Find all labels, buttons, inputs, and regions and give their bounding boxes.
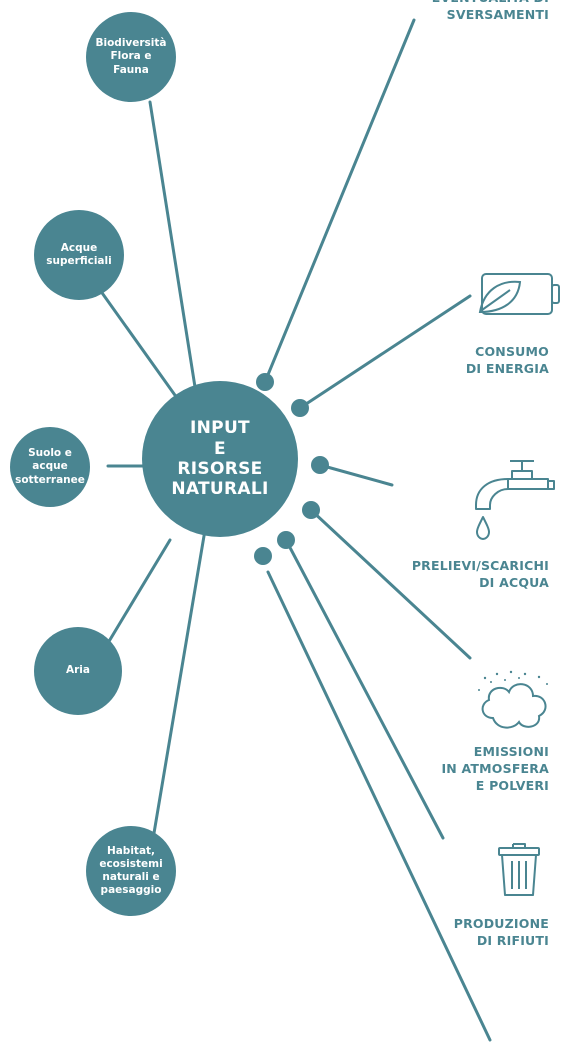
connector-rifiuti — [284, 538, 445, 840]
connector-aria — [106, 538, 172, 645]
port-dot — [254, 547, 272, 565]
label-prelievi-scarichi: PRELIEVI/SCARICHI DI ACQUA — [411, 558, 549, 590]
port-dot — [302, 501, 320, 519]
label-consumo-energia: CONSUMO DI ENERGIA — [465, 344, 549, 376]
connector-acque-superficiali — [93, 281, 179, 400]
port-dot — [311, 456, 329, 474]
node-acque-superficiali: Acque superficiali — [34, 210, 124, 300]
hub-node: INPUT E RISORSE NATURALI — [142, 381, 298, 537]
battery-leaf-icon — [478, 273, 560, 315]
connector-acqua — [318, 463, 394, 487]
port-dot — [277, 531, 295, 549]
cloud-icon — [478, 670, 548, 729]
faucet-icon — [475, 460, 555, 540]
label-sversamenti: EVENTUALITÀ DI SVERSAMENTI — [432, 0, 549, 22]
label-emissioni: EMISSIONI IN ATMOSFERA E POLVERI — [441, 744, 549, 793]
connector-emissioni — [309, 508, 472, 660]
connector-extra — [266, 570, 492, 1042]
connector-sversamenti — [263, 18, 416, 384]
connector-habitat — [150, 528, 207, 847]
node-biodiversita: Biodiversità Flora e Fauna — [86, 12, 176, 102]
connector-energia — [298, 294, 472, 410]
port-dot — [291, 399, 309, 417]
node-habitat: Habitat, ecosistemi naturali e paesaggio — [86, 826, 176, 916]
node-suolo-acque-sotterranee: Suolo e acque sotterranee — [10, 427, 90, 507]
label-produzione-rifiuti: PRODUZIONE DI RIFIUTI — [453, 916, 549, 948]
trash-bin-icon — [498, 843, 540, 896]
node-aria: Aria — [34, 627, 122, 715]
connector-biodiversita — [148, 100, 197, 389]
port-dot — [256, 373, 274, 391]
